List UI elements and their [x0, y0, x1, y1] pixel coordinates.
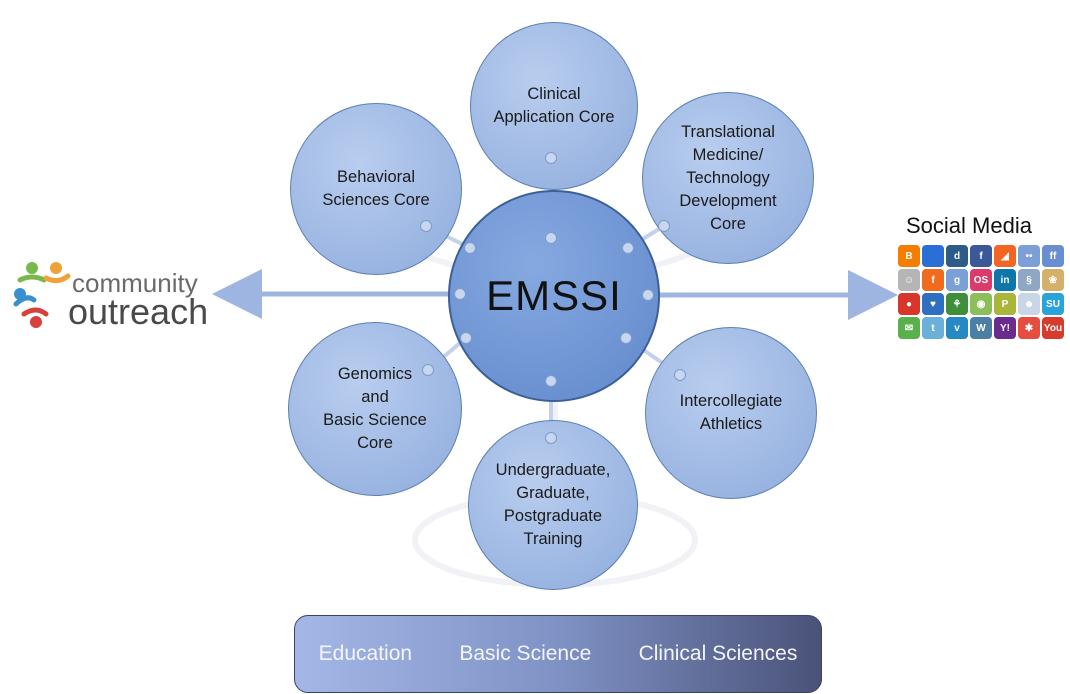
- node-intercollegiate-athletics: Intercollegiate Athletics: [645, 327, 817, 499]
- node-behavioral-sciences-core: Behavioral Sciences Core: [290, 103, 462, 275]
- connector-dot: [658, 220, 670, 232]
- disciplines-bar: Education Basic Science Clinical Science…: [294, 615, 822, 693]
- connector-dot: [622, 242, 634, 254]
- picasa-icon: ◉: [970, 293, 992, 315]
- myspace-icon: ♥: [922, 293, 944, 315]
- connector-dot: [545, 375, 557, 387]
- bar-item-education: Education: [318, 642, 413, 665]
- bar-item-basic-science: Basic Science: [459, 642, 592, 665]
- node-training: Undergraduate, Graduate, Postgraduate Tr…: [468, 420, 638, 590]
- connector-dot: [545, 152, 557, 164]
- node-clinical-application-core: Clinical Application Core: [470, 22, 638, 190]
- reddit-icon: ☻: [1018, 293, 1040, 315]
- flickr-icon: ••: [1018, 245, 1040, 267]
- node-genomics-basic-science-core: Genomics and Basic Science Core: [288, 322, 462, 496]
- wordpress-icon: W: [970, 317, 992, 339]
- node-label: Undergraduate, Graduate, Postgraduate Tr…: [495, 461, 611, 548]
- connector-dot: [620, 332, 632, 344]
- connector-dot: [545, 232, 557, 244]
- google-icon: g: [946, 269, 968, 291]
- node-label: Translational Medicine/ Technology Devel…: [679, 122, 777, 233]
- node-label: Intercollegiate Athletics: [679, 392, 783, 433]
- friendfeed-icon: ff: [1042, 245, 1064, 267]
- community-outreach-logo: community outreach: [13, 262, 208, 332]
- connector-dot: [545, 432, 557, 444]
- node-label: Clinical Application Core: [493, 85, 615, 126]
- connector-dot: [422, 364, 434, 376]
- vimeo-icon: v: [946, 317, 968, 339]
- yahoo-icon: Y!: [994, 317, 1016, 339]
- yelp-icon: ✱: [1018, 317, 1040, 339]
- friendster-icon: f: [922, 269, 944, 291]
- connector-dot: [464, 242, 476, 254]
- center-label: EMSSI: [486, 272, 622, 319]
- connector-dot: [420, 220, 432, 232]
- connector-dot: [674, 369, 686, 381]
- newsvine-icon: ❀: [1042, 269, 1064, 291]
- blogger-icon: B: [898, 245, 920, 267]
- youtube-icon: You: [1042, 317, 1064, 339]
- connector-dot: [642, 289, 654, 301]
- technorati-icon: t: [922, 317, 944, 339]
- outreach-text: outreach: [68, 291, 208, 332]
- node-emssi-center: EMSSI: [448, 190, 660, 402]
- connector-dot: [460, 332, 472, 344]
- digg-icon: d: [946, 245, 968, 267]
- node-label: Genomics and Basic Science Core: [323, 365, 427, 452]
- node-translational-medicine-core: Translational Medicine/ Technology Devel…: [642, 92, 814, 264]
- stumbleupon-icon: SU: [1042, 293, 1064, 315]
- bar-item-clinical-sciences: Clinical Sciences: [638, 642, 798, 665]
- community-text: community: [72, 268, 198, 298]
- connector-dot: [454, 288, 466, 300]
- apple-icon: ●: [898, 293, 920, 315]
- facebook-icon: f: [970, 245, 992, 267]
- delicious-icon: [922, 245, 944, 267]
- linkedin-icon: in: [994, 269, 1016, 291]
- node-label: Behavioral Sciences Core: [322, 168, 430, 209]
- sharethis-icon: ✉: [898, 317, 920, 339]
- social-media-title: Social Media: [906, 213, 1032, 238]
- netvibes-icon: ⚘: [946, 293, 968, 315]
- rss-icon: ◢: [994, 245, 1016, 267]
- posterous-icon: P: [994, 293, 1016, 315]
- mixx-icon: §: [1018, 269, 1040, 291]
- gravatar-icon: ☺: [898, 269, 920, 291]
- orkut-icon: OS: [970, 269, 992, 291]
